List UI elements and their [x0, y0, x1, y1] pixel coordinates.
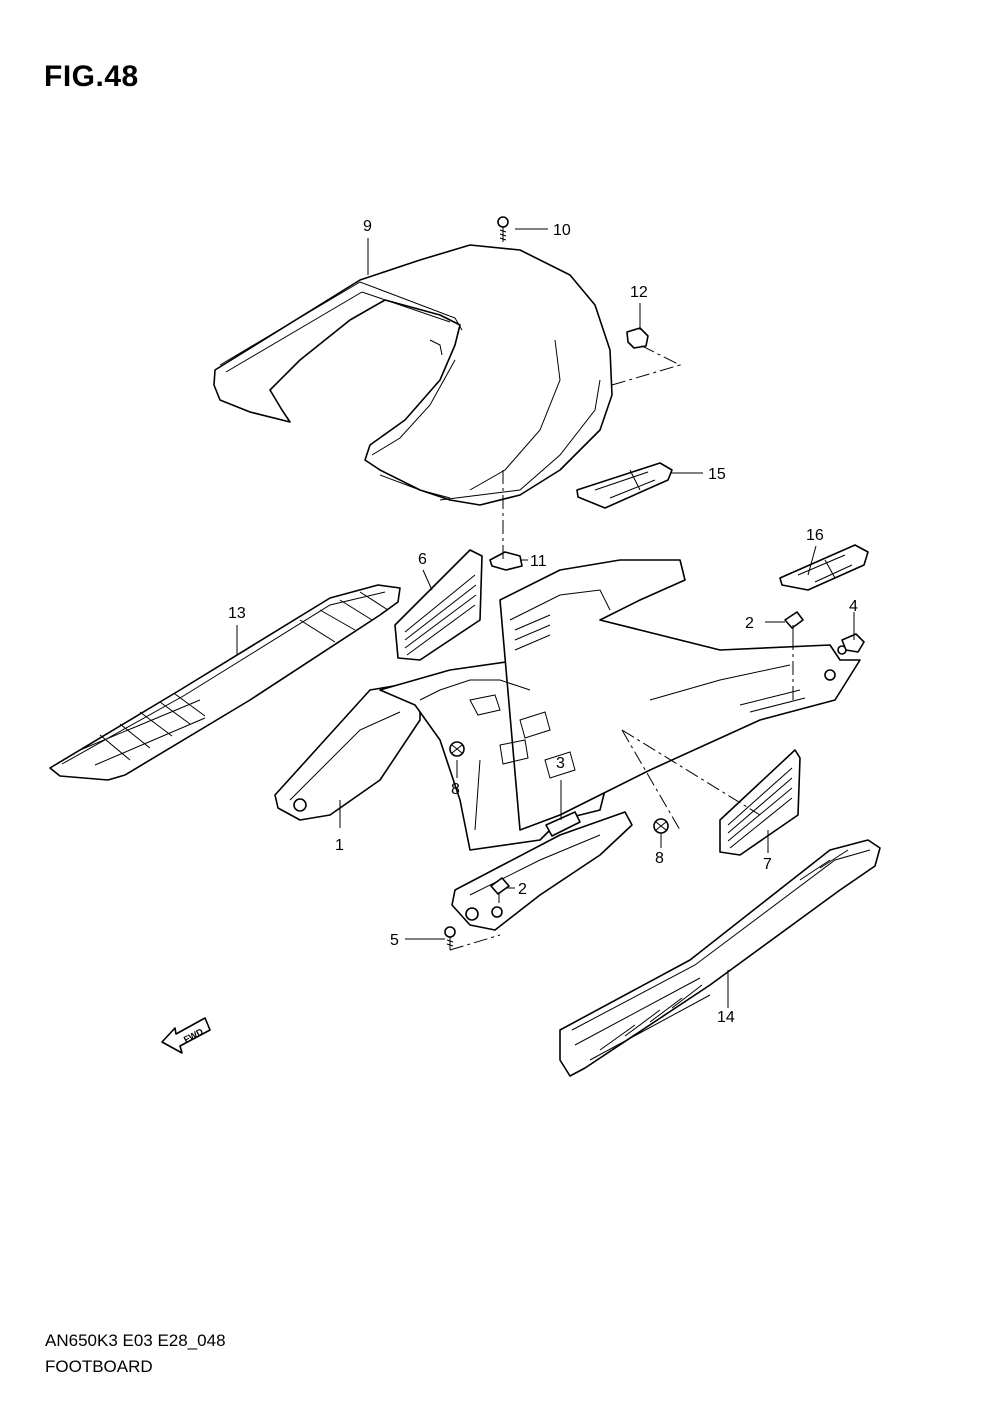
callout-3: 3	[556, 755, 565, 772]
part-15-lid[interactable]	[576, 462, 673, 509]
figure-title: FIG.48	[44, 60, 139, 93]
part-10-screw[interactable]	[497, 216, 509, 242]
callout-11: 11	[530, 553, 547, 570]
part-6-side-grille-left[interactable]	[394, 549, 483, 661]
callout-15: 15	[708, 466, 726, 483]
callout-12: 12	[630, 284, 648, 301]
part-8-grommet-left[interactable]	[449, 741, 465, 757]
callout-4: 4	[849, 598, 858, 615]
part-9-rear-cover[interactable]	[213, 244, 613, 506]
part-2-bolt-lower[interactable]	[490, 877, 510, 903]
part-3-pad[interactable]	[545, 811, 581, 837]
part-2-bolt-upper[interactable]	[784, 611, 804, 636]
part-5-screw[interactable]	[444, 926, 456, 950]
section-name: FOOTBOARD	[45, 1357, 153, 1376]
part-11-bracket[interactable]	[489, 551, 523, 571]
callout-7: 7	[763, 856, 772, 873]
callout-13: 13	[228, 605, 246, 622]
callout-16: 16	[806, 527, 824, 544]
part-16-lid[interactable]	[779, 544, 869, 591]
part-14-floor-mat-right[interactable]	[559, 839, 881, 1077]
part-13-floor-mat-left[interactable]	[49, 584, 401, 781]
part-12-clip[interactable]	[626, 327, 649, 349]
part-8-grommet-right[interactable]	[653, 818, 669, 834]
callout-1: 1	[335, 837, 344, 854]
callout-5: 5	[390, 932, 399, 949]
callout-2-lower: 2	[518, 881, 527, 898]
callout-9: 9	[363, 218, 372, 235]
fwd-arrow-icon: FWD	[161, 1017, 211, 1054]
part-7-side-grille-right[interactable]	[719, 749, 801, 856]
callout-14: 14	[717, 1009, 735, 1026]
callout-6: 6	[418, 551, 427, 568]
callout-10: 10	[553, 222, 571, 239]
model-code: AN650K3 E03 E28_048	[45, 1331, 226, 1350]
callout-8-left: 8	[451, 781, 460, 798]
callout-8-right: 8	[655, 850, 664, 867]
callout-2-upper: 2	[745, 615, 754, 632]
part-1-footboard-frame[interactable]	[274, 559, 861, 931]
part-4-clip[interactable]	[841, 633, 865, 653]
